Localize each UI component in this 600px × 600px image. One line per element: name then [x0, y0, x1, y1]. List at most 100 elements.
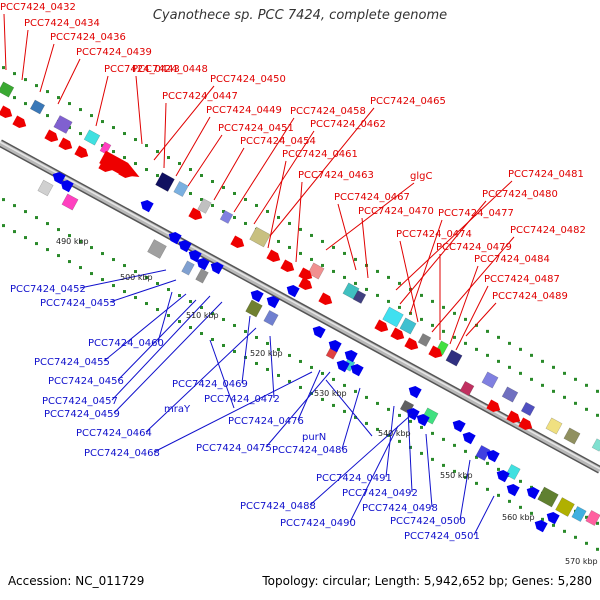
reverse-gene-label: PCC7424_0460	[88, 338, 164, 349]
track-dot	[222, 343, 225, 347]
forward-label-leader	[39, 43, 55, 93]
forward-label-leader	[295, 181, 303, 263]
gene-box	[83, 129, 101, 146]
reverse-gene-arrow	[350, 364, 364, 377]
track-dot	[35, 84, 38, 88]
gene-box	[181, 260, 195, 276]
track-dot	[200, 306, 203, 309]
reverse-gene-arrow	[526, 487, 540, 500]
track-dot	[519, 479, 522, 483]
reverse-label-leader	[309, 413, 413, 506]
track-dot	[475, 455, 478, 459]
forward-label-leader	[175, 116, 211, 177]
reverse-gene-arrow	[506, 484, 520, 497]
track-dot	[24, 210, 27, 214]
track-dot	[112, 126, 115, 130]
track-dot	[134, 162, 137, 166]
track-dot	[596, 413, 599, 417]
map-title: Cyanothece sp. PCC 7424, complete genome	[152, 8, 448, 23]
track-dot	[486, 487, 489, 491]
track-dot	[299, 251, 302, 255]
forward-gene-label: PCC7424_0454	[240, 136, 316, 147]
reverse-gene-label: PCC7424_0457	[42, 396, 118, 407]
track-dot	[24, 102, 27, 106]
gene-box	[99, 141, 112, 155]
track-dot	[486, 353, 489, 357]
track-dot	[101, 144, 104, 148]
forward-label-leader	[135, 75, 143, 145]
track-dot	[486, 461, 489, 465]
track-dot	[90, 272, 93, 276]
gene-box	[459, 380, 475, 397]
track-dot	[211, 337, 214, 341]
gene-box	[245, 299, 263, 318]
forward-gene-label: PCC7424_0436	[50, 32, 126, 43]
forward-gene-label: PCC7424_0484	[474, 254, 550, 265]
track-dot	[299, 227, 302, 231]
reverse-label-leader	[341, 387, 361, 450]
forward-gene-label: PCC7424_0474	[396, 229, 472, 240]
reverse-gene-label: mraY	[164, 404, 191, 415]
track-dot	[497, 493, 500, 497]
track-dot	[211, 311, 214, 315]
reverse-gene-label: purN	[302, 432, 326, 443]
track-dot	[13, 230, 16, 234]
track-dot	[541, 383, 544, 387]
track-dot	[200, 198, 203, 201]
track-dot	[497, 467, 500, 471]
track-dot	[145, 144, 148, 148]
track-dot	[585, 383, 588, 387]
track-dot	[310, 233, 313, 237]
forward-label-leader	[3, 13, 7, 71]
track-dot	[519, 347, 522, 351]
track-dot	[112, 258, 115, 262]
forward-gene-arrow	[298, 267, 313, 281]
track-dot	[321, 371, 324, 375]
gene-box	[555, 497, 575, 517]
track-dot	[46, 222, 49, 226]
gene-box	[197, 198, 212, 214]
track-dot	[2, 66, 5, 70]
forward-gene-label: PCC7424_0451	[218, 123, 294, 134]
forward-gene-label: PCC7424_0487	[484, 274, 560, 285]
track-dot	[574, 377, 577, 381]
forward-gene-label: PCC7424_0470	[358, 206, 434, 217]
reverse-gene-label: PCC7424_0468	[84, 448, 160, 459]
track-dot	[101, 278, 104, 282]
track-dot	[57, 228, 60, 232]
track-dot	[24, 78, 27, 82]
track-dot	[299, 385, 302, 389]
track-dot	[398, 413, 401, 417]
track-dot	[475, 347, 478, 351]
track-dot	[563, 371, 566, 375]
track-dot	[453, 335, 456, 339]
track-dot	[277, 347, 280, 351]
reverse-label-leader	[79, 269, 167, 289]
track-dot	[442, 305, 445, 309]
track-dot	[211, 203, 214, 207]
track-dot	[244, 329, 247, 333]
track-dot	[376, 293, 379, 297]
track-dot	[409, 445, 412, 449]
forward-gene-arrow	[318, 292, 333, 306]
track-dot	[189, 300, 192, 304]
track-dot	[596, 547, 599, 551]
reverse-label-leader	[117, 299, 197, 381]
forward-label-leader	[57, 58, 81, 105]
track-dot	[387, 407, 390, 411]
forward-label-leader	[409, 219, 443, 315]
forward-label-leader	[399, 200, 487, 305]
track-dot	[321, 263, 324, 267]
track-dot	[321, 397, 324, 401]
forward-label-leader	[455, 285, 489, 351]
track-dot	[409, 419, 412, 423]
reverse-gene-arrow	[178, 240, 192, 253]
track-dot	[167, 314, 170, 318]
track-dot	[46, 90, 49, 94]
reverse-gene-arrow	[336, 360, 350, 373]
gene-box	[571, 505, 587, 523]
forward-gene-label: PCC7424_0434	[24, 18, 100, 29]
track-dot	[453, 311, 456, 315]
gene-box	[445, 349, 463, 367]
forward-gene-arrow	[390, 327, 405, 341]
